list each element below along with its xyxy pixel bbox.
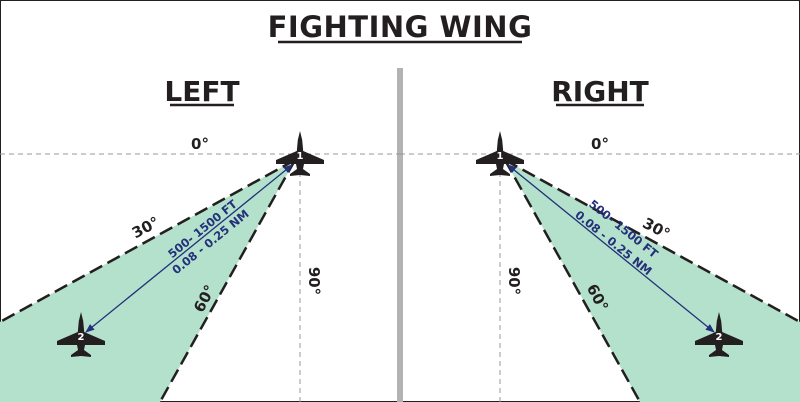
right-label: RIGHT (551, 75, 649, 108)
left-wing-number: 2 (78, 332, 85, 343)
right-angle-90: 90° (505, 267, 523, 295)
right-angle-0: 0° (591, 135, 609, 153)
right-wing-cone (505, 160, 800, 402)
right-lead-aircraft-icon: 1 (476, 131, 524, 176)
left-lead-aircraft-icon: 1 (276, 131, 324, 176)
right-lead-number: 1 (497, 151, 504, 162)
left-panel: LEFT 500- 1500 FT 0.08 - 0.25 NM 0° 30° … (0, 75, 400, 402)
left-lead-number: 1 (297, 151, 304, 162)
right-wingman-aircraft-icon: 2 (695, 312, 743, 357)
diagram-title: FIGHTING WING (268, 10, 533, 44)
left-wing-cone (0, 160, 295, 402)
left-wingman-aircraft-icon: 2 (57, 312, 105, 357)
right-wing-number: 2 (716, 332, 723, 343)
right-distance-arrow (507, 164, 715, 333)
left-distance-arrow (85, 164, 293, 333)
right-panel: RIGHT 500- 1500 FT 0.08 - 0.25 NM 0° 30°… (400, 75, 800, 402)
left-angle-0: 0° (191, 135, 209, 153)
left-label: LEFT (164, 75, 239, 108)
left-angle-90: 90° (305, 267, 323, 295)
